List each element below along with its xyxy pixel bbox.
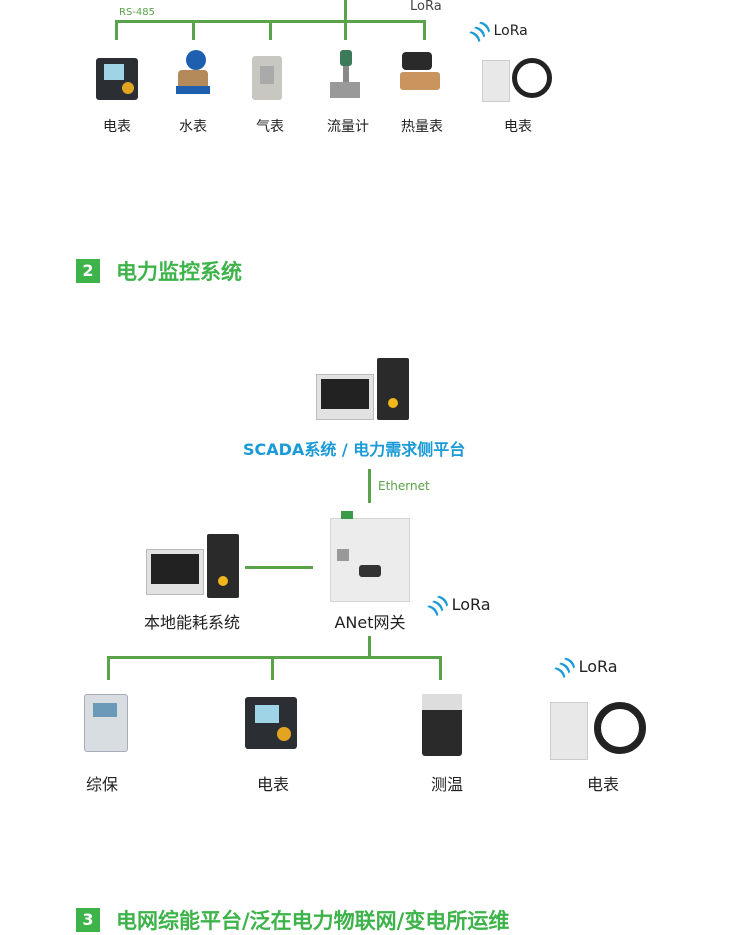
- lora-label: LoRa: [578, 657, 618, 676]
- platform-label: SCADA系统 / 电力需求侧平台: [243, 440, 466, 459]
- device-label: 电表: [504, 119, 532, 135]
- device-label: 流量计: [327, 119, 369, 135]
- bus-drop: [115, 20, 118, 40]
- bus-drop: [423, 20, 426, 40]
- heat-meter-image: [400, 52, 448, 102]
- rs485-label: RS-485: [119, 7, 155, 18]
- section-title: 电网综能平台/泛在电力物联网/变电所运维: [116, 909, 510, 933]
- device-label: 电表: [586, 775, 620, 794]
- wireless-icon: ))): [551, 652, 579, 681]
- section-number: 2: [76, 259, 100, 283]
- section-number: 3: [76, 908, 100, 932]
- gateway-lora-badge: ))) LoRa: [425, 591, 491, 618]
- gas-meter-image: [252, 56, 282, 100]
- device-label: 综保: [85, 775, 119, 794]
- lora-badge: ))) LoRa: [467, 17, 528, 44]
- ethernet-label: Ethernet: [378, 479, 430, 493]
- wireless-icon: ))): [466, 17, 494, 45]
- bus-drop: [439, 656, 442, 680]
- lora-label: LoRa: [451, 595, 491, 614]
- gateway-image: [330, 511, 410, 602]
- bus-drop: [192, 20, 195, 40]
- temperature-monitor-image: [422, 694, 462, 756]
- device-label: 气表: [256, 119, 284, 135]
- local-system-label: 本地能耗系统: [143, 613, 241, 632]
- protection-relay-image: [84, 694, 128, 752]
- bus-vertical: [368, 636, 371, 658]
- device-label: 热量表: [401, 119, 443, 135]
- section-title: 电力监控系统: [116, 260, 242, 284]
- wireless-icon: ))): [424, 590, 452, 619]
- flow-meter-image: [330, 50, 360, 102]
- top-lora-label: LoRa: [410, 0, 442, 14]
- lora-label: LoRa: [493, 23, 528, 39]
- ethernet-link: [368, 469, 371, 503]
- lora-meter-image: [550, 688, 656, 764]
- right-lora-badge: ))) LoRa: [552, 653, 618, 680]
- lora-meter-image: [482, 48, 558, 104]
- local-link: [245, 566, 313, 569]
- device-bus: [107, 656, 442, 659]
- electric-meter-image: [245, 697, 297, 749]
- device-label: 电表: [103, 119, 131, 135]
- gateway-label: ANet网关: [334, 613, 406, 632]
- bus-drop: [107, 656, 110, 680]
- bus-drop: [271, 656, 274, 680]
- water-meter-image: [176, 50, 210, 98]
- device-label: 测温: [430, 775, 464, 794]
- electric-meter-image: [96, 58, 138, 100]
- device-label: 水表: [179, 119, 207, 135]
- device-label: 电表: [256, 775, 290, 794]
- bus-drop: [269, 20, 272, 40]
